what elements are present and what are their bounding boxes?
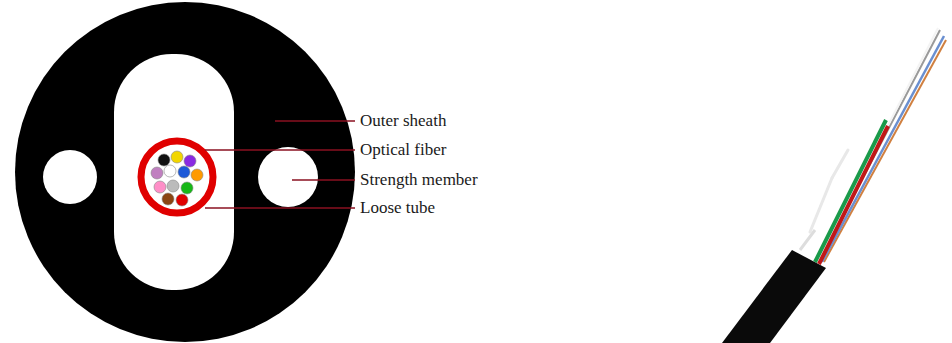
strength-member bbox=[258, 147, 318, 207]
callout-label: Strength member bbox=[360, 171, 478, 189]
loose-tube bbox=[141, 141, 213, 213]
callout-label: Loose tube bbox=[360, 199, 435, 217]
leader-lines bbox=[205, 121, 355, 208]
cable-cross-section bbox=[15, 2, 355, 342]
optical-fibers bbox=[151, 151, 203, 206]
cable-photo bbox=[722, 28, 946, 343]
callout-label: Outer sheath bbox=[360, 112, 446, 130]
center-cavity bbox=[114, 54, 234, 290]
outer-sheath bbox=[15, 2, 355, 342]
callout-label: Optical fiber bbox=[360, 141, 446, 159]
strength-member bbox=[43, 150, 97, 204]
